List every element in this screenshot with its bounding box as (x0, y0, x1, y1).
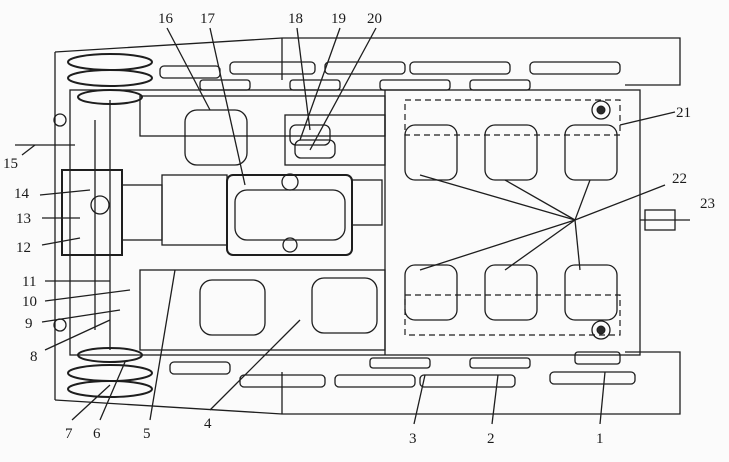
label-7: 7 (65, 426, 73, 442)
label-15: 15 (3, 156, 18, 172)
label-2: 2 (487, 431, 495, 447)
label-11: 11 (22, 274, 36, 290)
label-9: 9 (25, 316, 33, 332)
label-22: 22 (672, 171, 687, 187)
label-17: 17 (200, 11, 216, 27)
label-14: 14 (14, 186, 30, 202)
label-18: 18 (288, 11, 303, 27)
label-20: 20 (367, 11, 382, 27)
label-23: 23 (700, 196, 715, 212)
engine-transmission (61, 114, 386, 256)
label-8: 8 (30, 349, 38, 365)
label-21: 21 (676, 105, 691, 121)
label-6: 6 (93, 426, 101, 442)
seats (184, 109, 618, 336)
label-1: 1 (596, 431, 604, 447)
leader-lines (21, 27, 676, 425)
label-4: 4 (204, 416, 212, 432)
hull (69, 89, 641, 356)
outer-frame (54, 37, 681, 415)
label-16: 16 (158, 11, 174, 27)
label-12: 12 (16, 240, 31, 256)
label-5: 5 (143, 426, 151, 442)
label-3: 3 (409, 431, 417, 447)
part-number-labels: 1 2 3 4 5 6 7 8 9 10 11 12 13 14 15 16 1… (3, 11, 715, 447)
label-13: 13 (16, 211, 31, 227)
label-10: 10 (22, 294, 37, 310)
drive-sprockets (67, 53, 153, 398)
road-wheels-top (159, 61, 621, 91)
label-19: 19 (331, 11, 346, 27)
road-wheels-bottom (169, 351, 636, 388)
